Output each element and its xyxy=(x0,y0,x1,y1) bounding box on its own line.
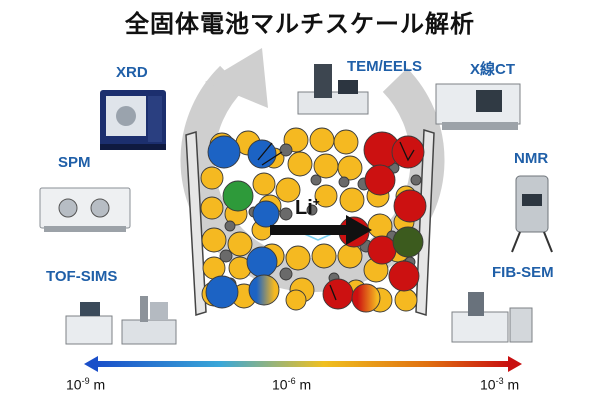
scale-label-millimeter: 10-3 m xyxy=(480,376,520,393)
tof-sims-instrument-image xyxy=(65,296,177,345)
scale-label-nanometer: 10-9 m xyxy=(66,376,106,393)
particle-59 xyxy=(410,174,422,186)
particle-75 xyxy=(388,260,420,292)
particle-63 xyxy=(222,180,254,212)
label-tem-eels: TEM/EELS xyxy=(347,58,423,75)
particle-69 xyxy=(391,135,425,169)
label-nmr: NMR xyxy=(514,150,549,167)
particle-28 xyxy=(339,187,365,213)
particle-47 xyxy=(219,249,233,263)
particle-49 xyxy=(279,267,293,281)
particle-7 xyxy=(313,153,339,179)
label-x-ray-ct: X線CT xyxy=(470,61,516,78)
particle-8 xyxy=(337,155,363,181)
fib-sem-instrument-image xyxy=(451,292,533,343)
x-ray-ct-instrument-image xyxy=(435,83,521,130)
particle-71 xyxy=(393,189,427,223)
length-scale-bar xyxy=(84,356,522,372)
particle-64 xyxy=(252,200,280,228)
label-fib-sem: FIB-SEM xyxy=(492,264,554,281)
particle-67 xyxy=(248,274,280,306)
li-ion-label: Li+ xyxy=(295,195,320,219)
particle-60 xyxy=(310,174,322,186)
particle-11 xyxy=(275,177,301,203)
particle-38 xyxy=(285,289,307,311)
label-spm: SPM xyxy=(58,154,91,171)
particle-44 xyxy=(279,207,293,221)
particle-74 xyxy=(392,226,424,258)
particle-73 xyxy=(367,235,397,265)
nmr-instrument-image xyxy=(511,175,553,253)
particle-61 xyxy=(207,135,241,169)
particle-40 xyxy=(279,143,293,157)
particle-14 xyxy=(201,227,227,253)
particle-4 xyxy=(333,129,359,155)
li-ion-arrow xyxy=(270,215,372,245)
particle-66 xyxy=(205,275,239,309)
scale-label-micrometer: 10-6 m xyxy=(272,376,312,393)
particle-10 xyxy=(252,172,276,196)
tem-instrument-image xyxy=(297,64,369,115)
particle-19 xyxy=(285,245,311,271)
particle-9 xyxy=(200,166,224,190)
particle-46 xyxy=(224,220,236,232)
particle-65 xyxy=(246,246,278,278)
particle-36 xyxy=(394,288,418,312)
particle-21 xyxy=(337,243,363,269)
label-xrd: XRD xyxy=(116,64,148,81)
particle-12 xyxy=(200,196,224,220)
particle-56 xyxy=(338,176,350,188)
particle-cluster xyxy=(200,127,427,313)
label-tof-sims: TOF-SIMS xyxy=(46,268,118,285)
page-title: 全固体電池マルチスケール解析 xyxy=(125,10,475,38)
particle-45 xyxy=(306,204,318,216)
particle-6 xyxy=(287,151,313,177)
particle-15 xyxy=(227,231,253,257)
particle-27 xyxy=(314,184,338,208)
particle-3 xyxy=(309,127,335,153)
spm-instrument-image xyxy=(39,187,131,232)
particle-76 xyxy=(322,278,354,310)
particle-20 xyxy=(311,243,337,269)
particle-70 xyxy=(364,164,396,196)
xrd-instrument-image xyxy=(100,90,166,150)
particle-77 xyxy=(351,283,381,313)
